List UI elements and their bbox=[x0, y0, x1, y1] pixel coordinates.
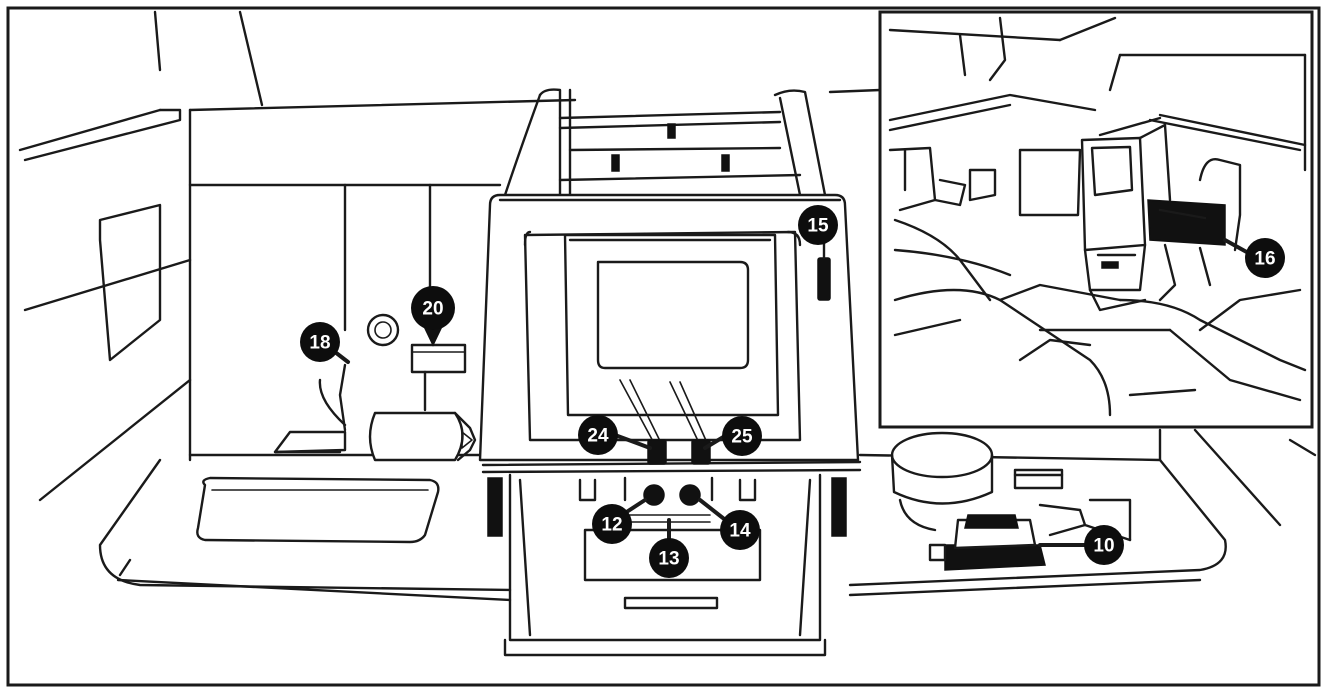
callout-20-label: 20 bbox=[422, 299, 443, 320]
callout-12-label: 12 bbox=[601, 515, 622, 536]
inset-perspective-view bbox=[880, 12, 1312, 427]
callout-15-label: 15 bbox=[807, 216, 829, 237]
callout-10-label: 10 bbox=[1093, 536, 1114, 557]
callout-14-label: 14 bbox=[729, 521, 751, 542]
callout-13-label: 13 bbox=[658, 549, 679, 570]
callout-15-marker: 15 bbox=[798, 205, 838, 245]
callout-24-label: 24 bbox=[587, 426, 609, 447]
callout-16-label: 16 bbox=[1254, 249, 1275, 270]
callout-18-label: 18 bbox=[309, 333, 330, 354]
callout-25-label: 25 bbox=[731, 427, 753, 448]
